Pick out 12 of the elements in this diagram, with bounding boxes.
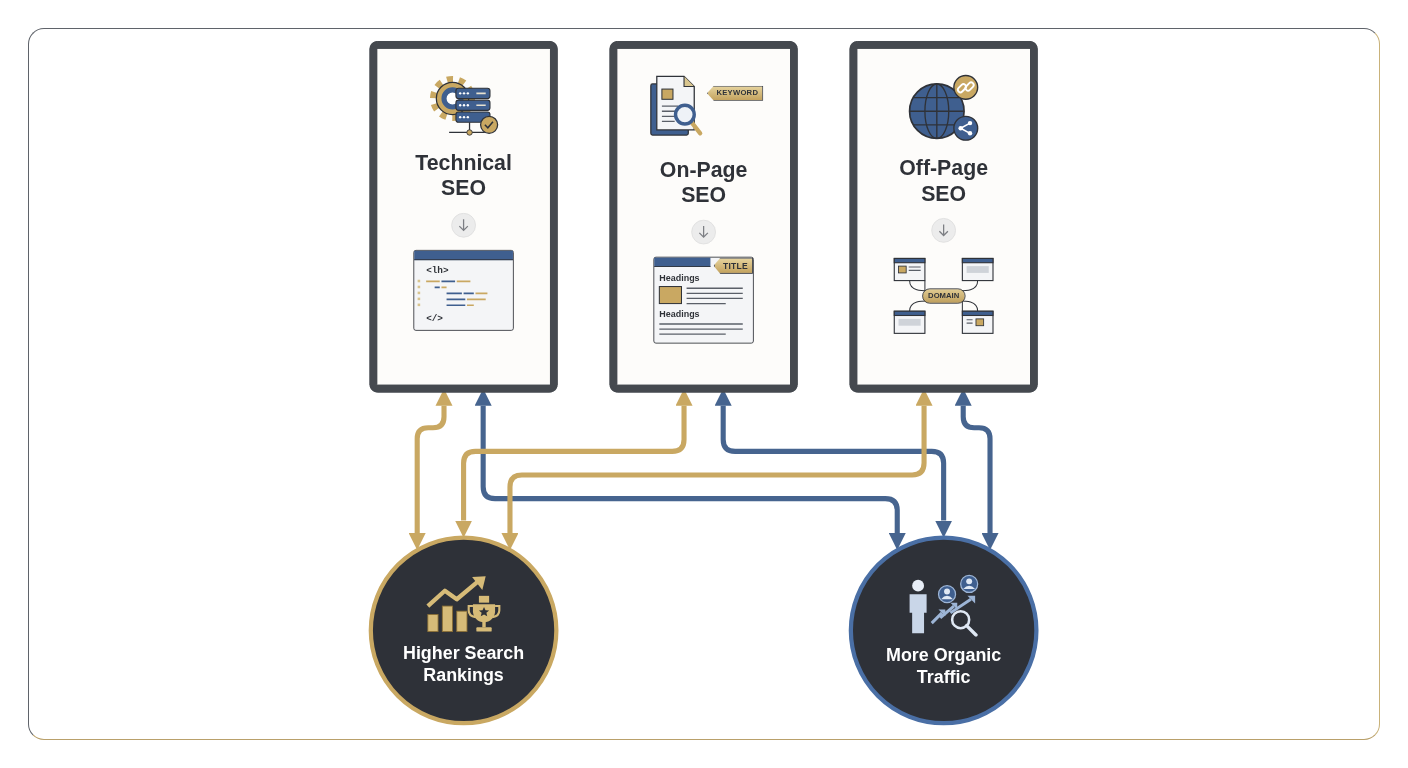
code-text: <lh> — [425, 264, 450, 277]
heading-text: Headings — [658, 308, 701, 321]
node-circle — [849, 535, 1039, 726]
tag-label: TITLE — [713, 257, 754, 274]
heading-text: Headings — [658, 271, 701, 284]
node-circle — [369, 535, 559, 726]
card-title: On-Page SEO — [659, 157, 749, 208]
card-title: Off-Page SEO — [898, 155, 990, 206]
card-title: Technical SEO — [414, 150, 514, 201]
code-text: </> — [425, 312, 445, 325]
outcome-text: Higher Search Rankings — [402, 641, 526, 686]
outcome-text: More Organic Traffic — [885, 643, 1003, 688]
